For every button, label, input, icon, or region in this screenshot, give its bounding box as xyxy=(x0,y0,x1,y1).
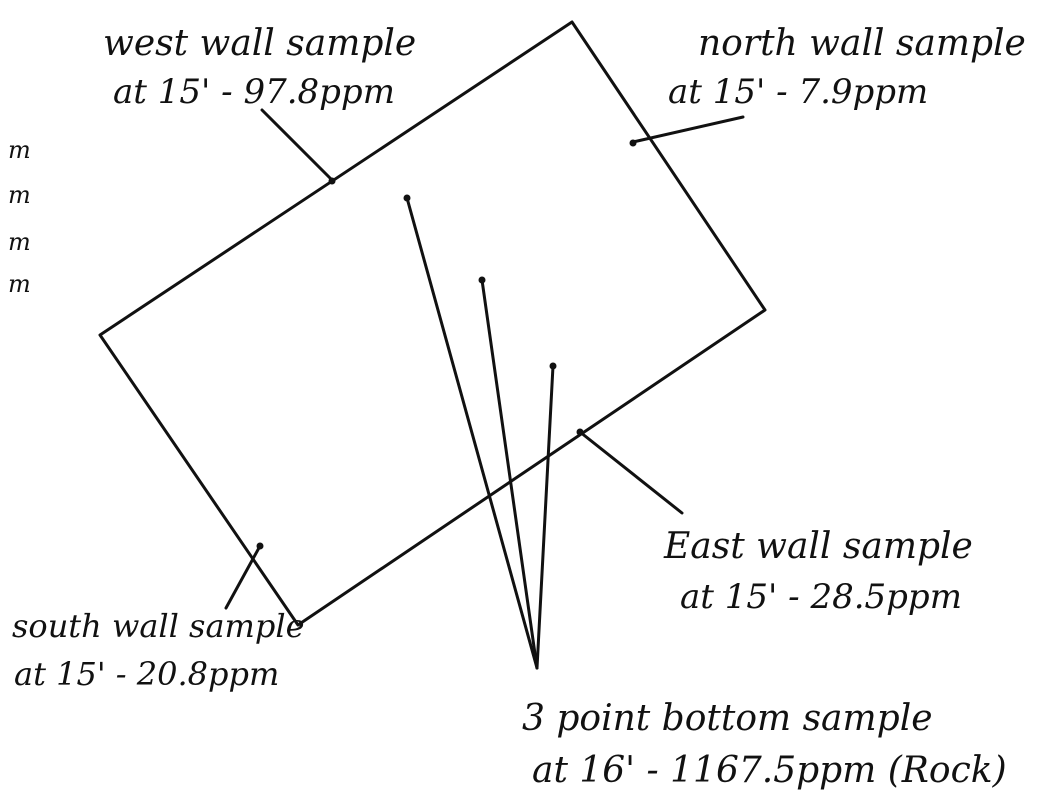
excavation-outline xyxy=(98,20,767,627)
bottom-sample-leader-1 xyxy=(405,196,539,670)
margin-fragment: m xyxy=(8,270,31,298)
south-wall-sample-point xyxy=(256,542,264,550)
east-wall-label-line1: East wall sample xyxy=(663,526,973,567)
east-wall-label-line2: at 15' - 28.5ppm xyxy=(680,577,962,617)
west-wall-label-line2: at 15' - 97.8ppm xyxy=(113,72,395,112)
south-wall-label-line1: south wall sample xyxy=(12,607,305,645)
east-wall-leader xyxy=(578,430,684,515)
south-wall-leader xyxy=(224,544,262,610)
east-wall-sample-point xyxy=(576,428,584,436)
bottom-sample-leader-3 xyxy=(535,364,555,670)
bottom-sample-point-1 xyxy=(403,194,411,202)
margin-fragments: m m m m xyxy=(8,136,31,298)
margin-fragment: m xyxy=(8,136,31,164)
bottom-sample-label-line1: 3 point bottom sample xyxy=(522,698,933,739)
margin-fragment: m xyxy=(8,181,31,209)
south-wall-label-line2: at 15' - 20.8ppm xyxy=(14,655,279,693)
bottom-sample-point-3 xyxy=(549,362,557,370)
west-wall-sample-point xyxy=(328,177,336,185)
bottom-sample-label-line2: at 16' - 1167.5ppm (Rock) xyxy=(532,750,1007,791)
west-wall-leader xyxy=(260,108,334,182)
north-wall-label-line2: at 15' - 7.9ppm xyxy=(668,72,928,112)
margin-fragment: m xyxy=(8,228,31,256)
bottom-sample-leader-2 xyxy=(480,278,539,670)
bottom-sample-point-2 xyxy=(478,276,486,284)
north-wall-sample-point xyxy=(629,139,637,147)
west-wall-label-line1: west wall sample xyxy=(103,23,416,64)
north-wall-label-line1: north wall sample xyxy=(698,23,1026,64)
north-wall-leader xyxy=(631,115,745,144)
